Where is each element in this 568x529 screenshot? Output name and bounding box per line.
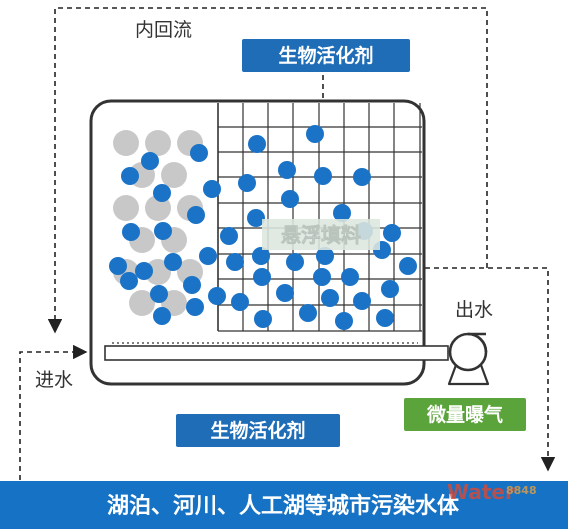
watermark-number: 8848	[506, 484, 537, 497]
microbe-dot	[281, 190, 299, 208]
packing-media	[145, 130, 171, 156]
microbe-dot	[306, 125, 324, 143]
microbe-dot	[316, 247, 334, 265]
bottom-banner	[0, 481, 568, 529]
microbe-dot	[199, 247, 217, 265]
microbe-dot	[313, 268, 331, 286]
microbe-dot	[278, 161, 296, 179]
microbe-dot	[333, 204, 351, 222]
microbe-dot	[135, 262, 153, 280]
microbe-dots-group	[109, 125, 417, 330]
microbe-dot	[231, 293, 249, 311]
microbe-dot	[208, 287, 226, 305]
microbe-dot	[153, 307, 171, 325]
suspended-filler-label: 悬浮填料	[281, 223, 361, 247]
microbe-dot	[141, 152, 159, 170]
microbe-dot	[186, 298, 204, 316]
microbe-dot	[150, 285, 168, 303]
microbe-dot	[121, 167, 139, 185]
microbe-dot	[314, 167, 332, 185]
microbe-dot	[238, 174, 256, 192]
internal-reflux-line	[47, 7, 488, 334]
microbe-dot	[122, 223, 140, 241]
microbe-dot	[286, 253, 304, 271]
microbe-dot	[383, 224, 401, 242]
microbe-dot	[381, 280, 399, 298]
micro-aeration-label: 微量曝气	[426, 403, 503, 426]
microbe-dot	[153, 184, 171, 202]
microbe-dot	[353, 168, 371, 186]
inlet-label: 进水	[35, 369, 73, 391]
packing-media	[113, 195, 139, 221]
microbe-dot	[248, 135, 266, 153]
bottom-agent-label: 生物活化剂	[210, 419, 305, 442]
suspended-filler-box	[262, 219, 380, 250]
microbe-dot	[335, 312, 353, 330]
microbe-dot	[399, 257, 417, 275]
bottom-agent-box	[176, 414, 340, 447]
microbe-dot	[120, 272, 138, 290]
packing-media	[129, 290, 155, 316]
packing-media	[113, 130, 139, 156]
microbe-dot	[321, 289, 339, 307]
microbe-dot	[220, 227, 238, 245]
outlet-flow-line	[425, 267, 556, 472]
microbe-dot	[109, 257, 127, 275]
microbe-dot	[252, 247, 270, 265]
microbe-dot	[299, 304, 317, 322]
microbe-dot	[353, 292, 371, 310]
inlet-flow-line	[19, 344, 88, 480]
microbe-dot	[341, 268, 359, 286]
microbe-dot	[253, 268, 271, 286]
top-agent-box	[242, 39, 410, 72]
microbe-dot	[254, 310, 272, 328]
microbe-dot	[376, 309, 394, 327]
microbe-dot	[164, 253, 182, 271]
top-agent-label: 生物活化剂	[278, 44, 373, 67]
microbe-dot	[203, 180, 221, 198]
packing-media	[161, 162, 187, 188]
internal-reflux-label: 内回流	[135, 19, 192, 41]
pump-icon	[447, 332, 490, 386]
watermark-brand: Water	[447, 480, 515, 504]
microbe-dot	[226, 253, 244, 271]
outlet-label: 出水	[455, 299, 493, 321]
banner-text: 湖泊、河川、人工湖等城市污染水体	[107, 493, 460, 519]
packing-media	[145, 259, 171, 285]
microbe-dot	[187, 206, 205, 224]
microbe-dot	[183, 276, 201, 294]
microbe-dot	[247, 209, 265, 227]
microbe-dot	[154, 222, 172, 240]
microbe-dot	[276, 284, 294, 302]
watermark-logo: Water 8848	[447, 480, 537, 504]
micro-aeration-box	[404, 398, 526, 431]
aerator-pipe	[104, 345, 449, 361]
microbe-dot	[190, 144, 208, 162]
